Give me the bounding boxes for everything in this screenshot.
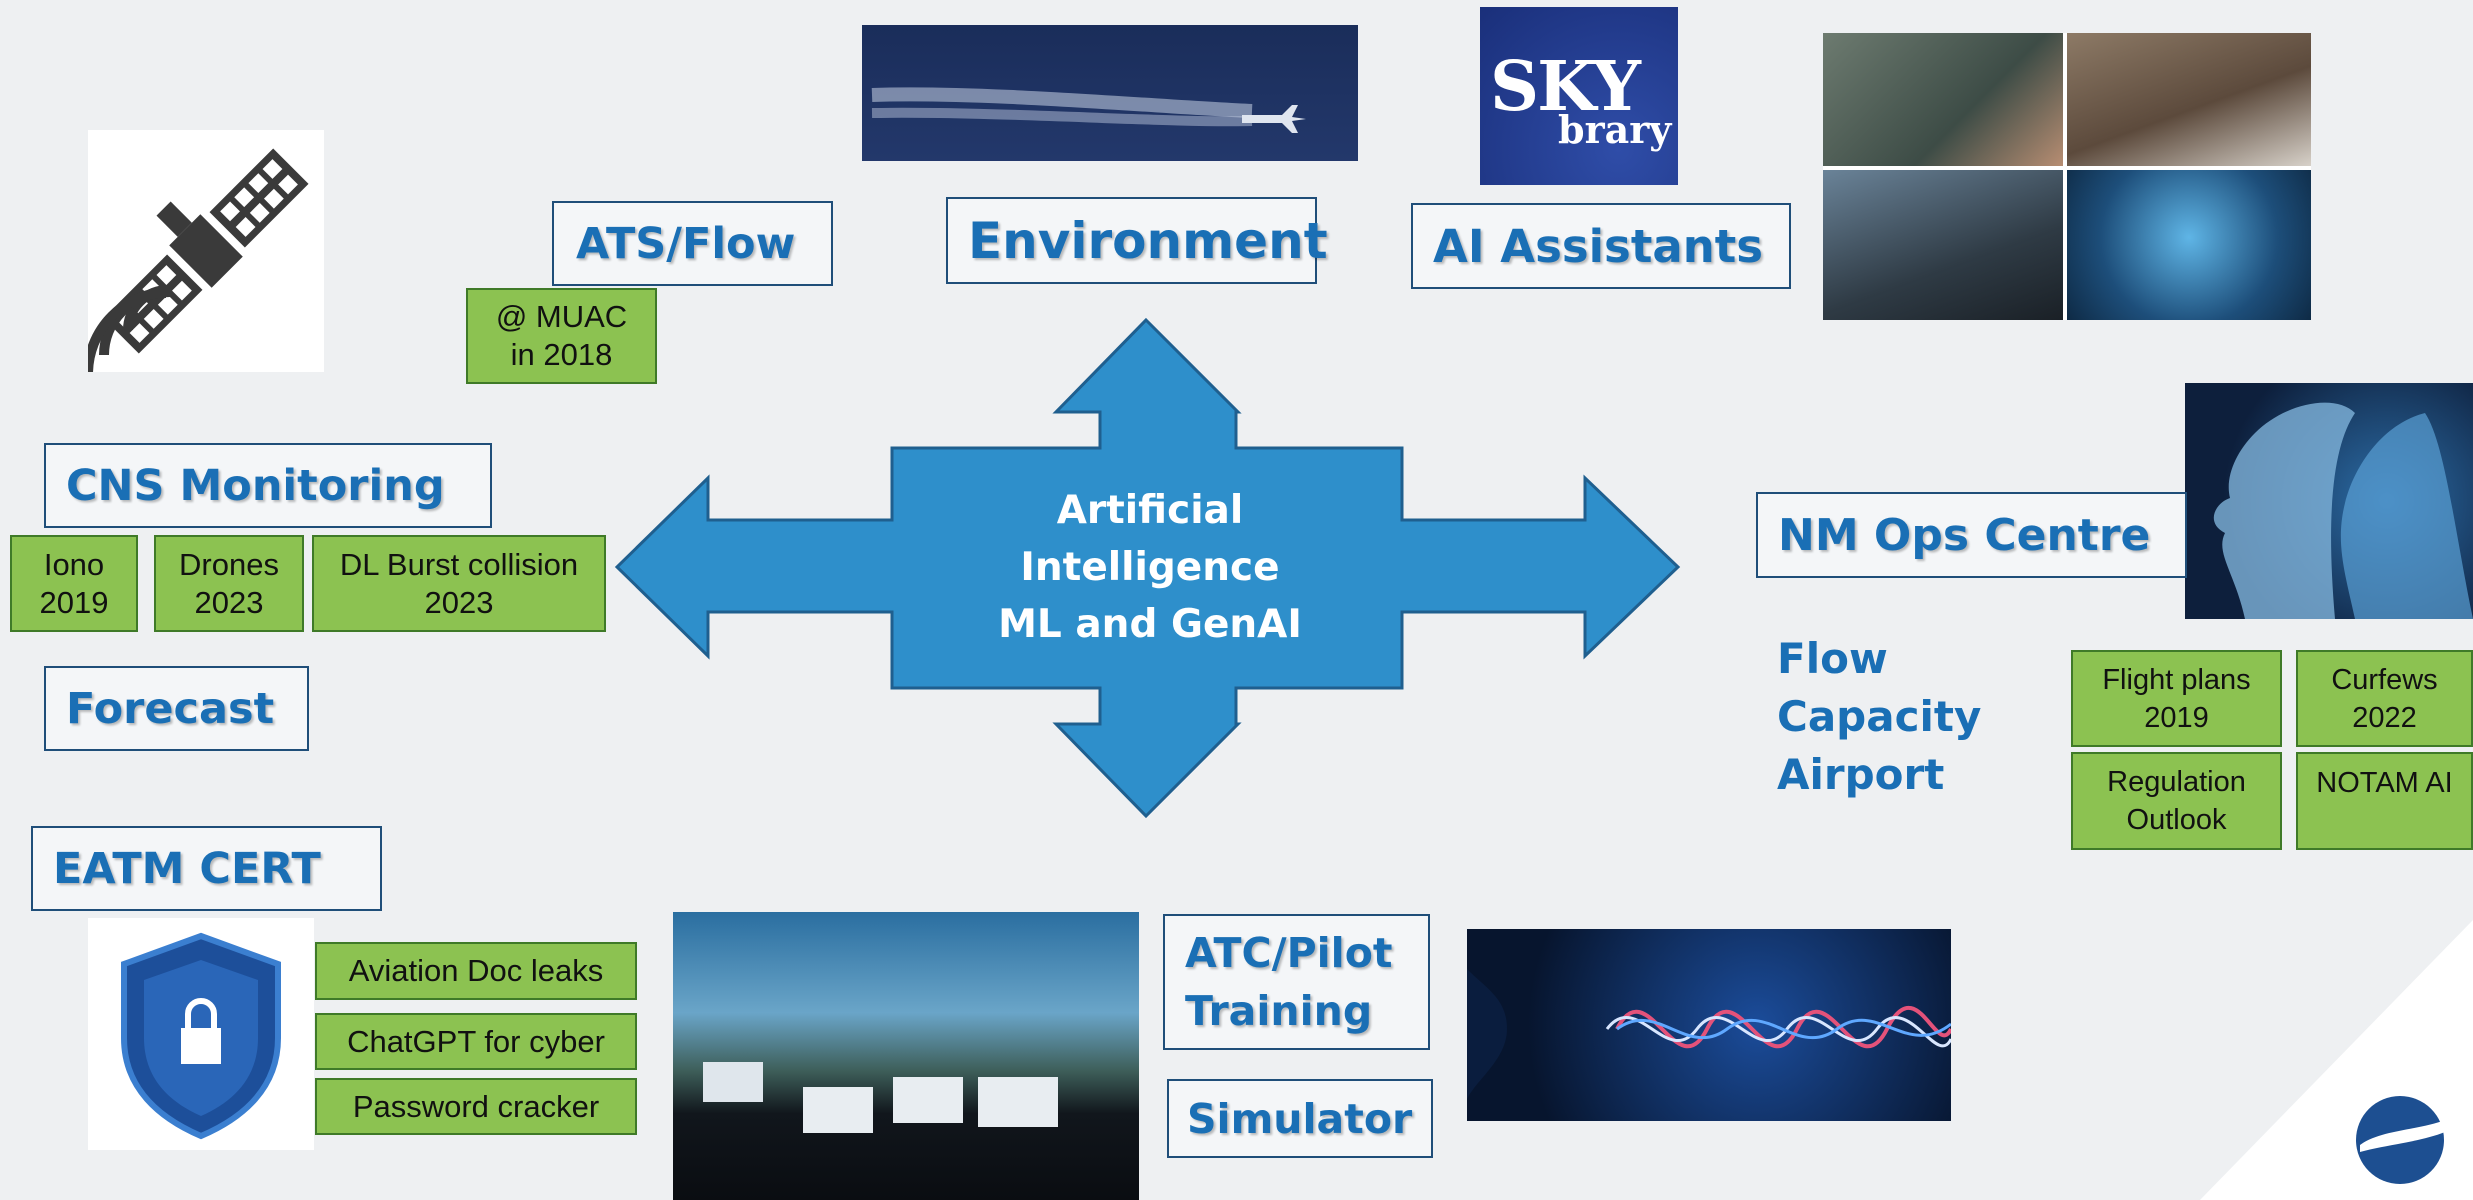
- skybrary-logo: SKY brary: [1480, 7, 1678, 185]
- regulation-line-1: Regulation: [2107, 766, 2246, 798]
- ats-flow-title: ATS/Flow: [552, 201, 833, 286]
- flight-plans-line-2: 2019: [2144, 701, 2209, 734]
- notam-box: NOTAM AI: [2296, 752, 2473, 850]
- nm-ops-list: Flow Capacity Airport: [1777, 630, 1981, 804]
- chatgpt-box: ChatGPT for cyber: [315, 1013, 637, 1070]
- notam-label: NOTAM AI: [2316, 767, 2453, 799]
- dl-burst-line-2: 2023: [424, 584, 494, 620]
- ai-face-image: [2185, 383, 2473, 619]
- monitor-2: [803, 1087, 873, 1133]
- password-label: Password cracker: [352, 1088, 600, 1124]
- photo-collage: [1823, 33, 2311, 320]
- simulator-label: Simulator: [1187, 1094, 1413, 1143]
- atc-pilot-line-1: ATC/Pilot: [1185, 929, 1393, 977]
- nm-list-airport: Airport: [1777, 750, 1945, 799]
- monitor-4: [978, 1077, 1058, 1127]
- cns-monitoring-label: CNS Monitoring: [66, 460, 445, 511]
- doc-leaks-label: Aviation Doc leaks: [348, 953, 604, 988]
- eurocontrol-logo: [2356, 1096, 2445, 1184]
- forecast-title: Forecast: [44, 666, 309, 751]
- ats-flow-label: ATS/Flow: [576, 218, 796, 269]
- drones-line-2: 2023: [194, 584, 264, 620]
- atc-pilot-line-2: Training: [1185, 987, 1373, 1035]
- shield-lock-icon: [121, 932, 281, 1140]
- muac-line-1: @ MUAC: [495, 299, 628, 334]
- photo-network: [2067, 170, 2311, 320]
- center-line-2: Intelligence: [1020, 545, 1280, 590]
- curfews-box: Curfews 2022: [2296, 650, 2473, 747]
- drones-line-1: Drones: [179, 546, 279, 582]
- skybrary-sky: SKY: [1490, 47, 1641, 127]
- nm-ops-centre-label: NM Ops Centre: [1778, 509, 2151, 561]
- dl-burst-box: DL Burst collision 2023: [312, 535, 606, 632]
- skybrary-brary: brary: [1558, 107, 1672, 152]
- nm-ops-centre-title: NM Ops Centre: [1756, 492, 2187, 578]
- forecast-label: Forecast: [66, 683, 275, 734]
- cns-monitoring-title: CNS Monitoring: [44, 443, 492, 528]
- voice-wave-image: [1467, 929, 1951, 1121]
- iono-box: Iono 2019: [10, 535, 138, 632]
- flight-plans-line-1: Flight plans: [2102, 663, 2251, 696]
- atc-pilot-title: ATC/Pilot Training: [1163, 914, 1430, 1050]
- nm-list-flow: Flow: [1777, 634, 1888, 683]
- environment-label: Environment: [968, 211, 1328, 270]
- contrail-image: [862, 25, 1358, 161]
- curfews-line-1: Curfews: [2331, 663, 2438, 696]
- chatgpt-label: ChatGPT for cyber: [347, 1023, 605, 1059]
- eatm-cert-label: EATM CERT: [53, 843, 321, 894]
- monitor-1: [703, 1062, 763, 1102]
- satellite-image: [88, 130, 324, 372]
- satellite-icon: [88, 148, 309, 372]
- flight-plans-box: Flight plans 2019: [2071, 650, 2282, 747]
- doc-leaks-box: Aviation Doc leaks: [315, 942, 637, 1000]
- muac-line-2: in 2018: [510, 337, 613, 372]
- password-box: Password cracker: [315, 1078, 637, 1135]
- drones-box: Drones 2023: [154, 535, 304, 632]
- environment-title: Environment: [946, 197, 1328, 284]
- ai-assistants-title: AI Assistants: [1411, 203, 1791, 289]
- shield-image: [88, 918, 314, 1150]
- photo-aircraft: [2067, 33, 2311, 166]
- simulator-title: Simulator: [1167, 1079, 1433, 1158]
- center-line-3: ML and GenAI: [998, 602, 1302, 647]
- muac-box: @ MUAC in 2018: [466, 288, 657, 384]
- regulation-line-2: Outlook: [2126, 804, 2227, 836]
- ai-assistants-label: AI Assistants: [1433, 219, 1764, 273]
- iono-line-1: Iono: [43, 546, 105, 582]
- dl-burst-line-1: DL Burst collision: [339, 546, 579, 582]
- regulation-box: Regulation Outlook: [2071, 752, 2282, 850]
- photo-controller: [1823, 33, 2063, 166]
- center-label: Artificial Intelligence ML and GenAI: [900, 482, 1400, 653]
- iono-line-2: 2019: [39, 584, 109, 620]
- eatm-cert-title: EATM CERT: [31, 826, 382, 911]
- curfews-line-2: 2022: [2352, 701, 2417, 734]
- photo-cockpit: [1823, 170, 2063, 320]
- tower-image: [673, 912, 1139, 1200]
- center-line-1: Artificial: [1056, 488, 1244, 533]
- nm-list-capacity: Capacity: [1777, 692, 1982, 741]
- monitor-3: [893, 1077, 963, 1123]
